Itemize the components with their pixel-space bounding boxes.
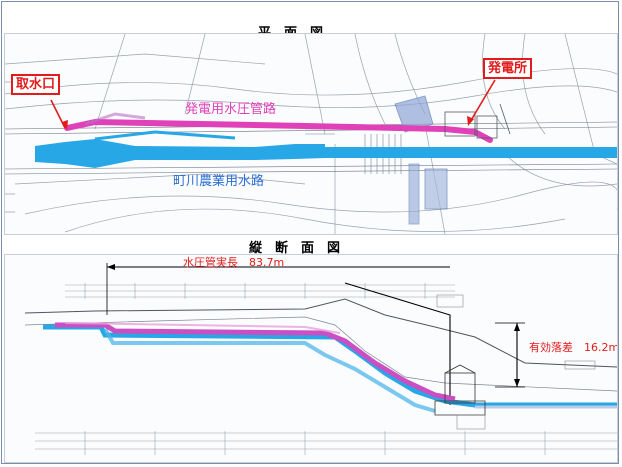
canal-channel	[35, 139, 325, 168]
left-grid-marks	[5, 81, 15, 213]
intake-arrowhead	[62, 120, 68, 130]
penstock-intake-approach	[84, 112, 146, 126]
canal-upstream-branch	[94, 130, 236, 141]
intake-label: 取水口	[11, 74, 61, 95]
profile-grid-header	[35, 283, 617, 455]
penstock-label: 発電用水圧管路	[185, 102, 277, 117]
penstock-length-label: 水圧管実長 83.7m	[183, 256, 285, 269]
penstock-profile-highlight	[64, 322, 341, 334]
effective-head-label: 有効落差 16.2m	[529, 341, 618, 354]
plan-view-panel: 取水口 発電所 発電用水圧管路 町川農業用水路	[4, 33, 618, 235]
powerhouse-label: 発電所	[483, 58, 533, 79]
profile-drawing	[24, 263, 617, 455]
profile-view-panel: 水圧管実長 83.7m 有効落差 16.2m	[4, 254, 618, 463]
lower-ground-line	[24, 316, 617, 392]
plan-drawing	[5, 34, 617, 234]
canal-label: 町川農業用水路	[173, 174, 265, 189]
profile-small-notes	[436, 294, 596, 430]
profile-title: 縦 断 面 図	[249, 241, 341, 256]
length-leader-line	[344, 282, 451, 405]
powerhouse-arrowhead	[467, 116, 474, 126]
penstock-profile	[55, 322, 456, 402]
ground-profile	[24, 298, 617, 368]
weir-structure	[394, 95, 448, 225]
intake-callout-arrow	[50, 99, 66, 129]
powerhouse-callout-arrow	[469, 79, 496, 123]
canal-channel-downstream	[325, 147, 617, 158]
canal-profile-lower	[103, 328, 436, 413]
terrain-contours	[5, 34, 617, 234]
powerhouse-building	[444, 103, 511, 139]
